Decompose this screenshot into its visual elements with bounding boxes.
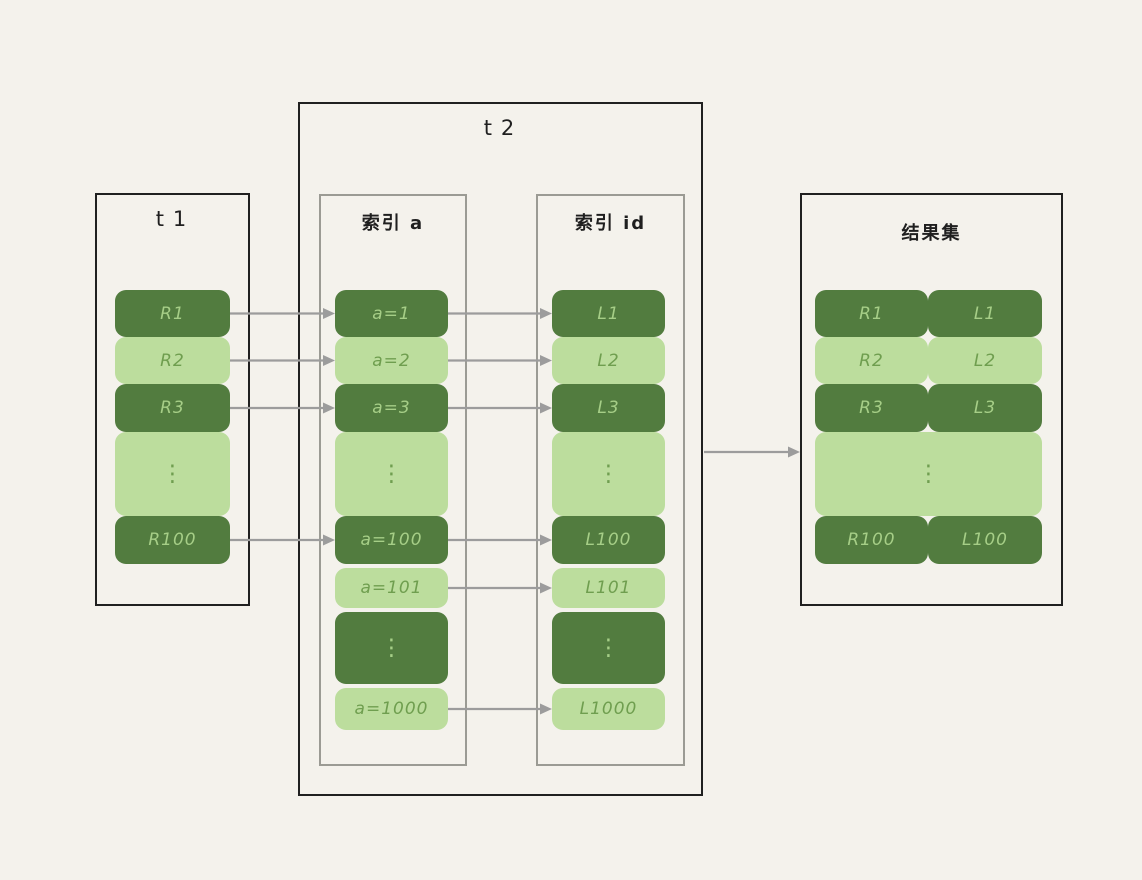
index-a-row: a=100 xyxy=(335,516,448,564)
t1-title: t1 xyxy=(155,207,196,231)
result-row-dots: ⋮ xyxy=(815,432,1042,516)
index-a-row-dots: ⋮ xyxy=(335,432,448,516)
table-t2-box: t2 xyxy=(298,102,703,796)
index-id-title: 索引 id xyxy=(574,213,647,234)
result-set-box: 结果集 xyxy=(800,193,1063,606)
index-a-row: a=2 xyxy=(335,337,448,384)
t2-title: t2 xyxy=(483,116,524,140)
index-id-row-dots: ⋮ xyxy=(552,432,665,516)
t1-row: R2 xyxy=(115,337,230,384)
index-a-row: a=101 xyxy=(335,568,448,608)
index-a-row: a=1000 xyxy=(335,688,448,730)
result-row-right: L1 xyxy=(928,290,1042,337)
t1-row-dots: ⋮ xyxy=(115,432,230,516)
index-id-box: 索引 id xyxy=(536,194,685,766)
index-id-row: L1 xyxy=(552,290,665,337)
index-id-row: L1000 xyxy=(552,688,665,730)
result-row-right: L2 xyxy=(928,337,1042,384)
index-a-row: a=1 xyxy=(335,290,448,337)
result-row-left: R1 xyxy=(815,290,928,337)
index-a-row-dots: ⋮ xyxy=(335,612,448,684)
t1-row: R100 xyxy=(115,516,230,564)
arrow xyxy=(704,446,800,458)
index-a-row: a=3 xyxy=(335,384,448,432)
result-row-left: R2 xyxy=(815,337,928,384)
index-id-row-dots: ⋮ xyxy=(552,612,665,684)
index-id-row: L101 xyxy=(552,568,665,608)
result-row-left: R100 xyxy=(815,516,928,564)
t1-row: R1 xyxy=(115,290,230,337)
table-t1-box: t1 xyxy=(95,193,250,606)
t1-row: R3 xyxy=(115,384,230,432)
index-id-row: L100 xyxy=(552,516,665,564)
index-id-row: L3 xyxy=(552,384,665,432)
result-row-left: R3 xyxy=(815,384,928,432)
result-row-right: L100 xyxy=(928,516,1042,564)
result-row-right: L3 xyxy=(928,384,1042,432)
result-set-title: 结果集 xyxy=(901,223,962,244)
index-a-title: 索引 a xyxy=(361,213,425,234)
index-id-row: L2 xyxy=(552,337,665,384)
index-a-box: 索引 a xyxy=(319,194,467,766)
